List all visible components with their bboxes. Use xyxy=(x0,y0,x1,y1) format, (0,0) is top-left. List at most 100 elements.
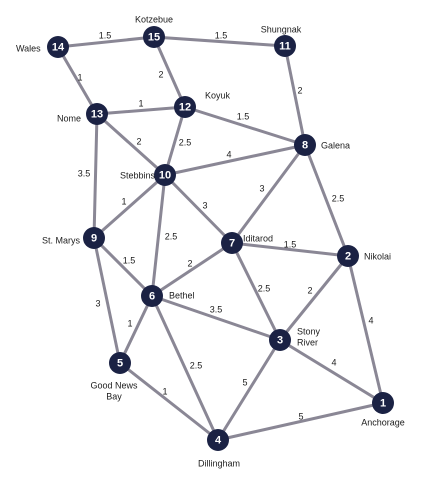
node-number-10: 10 xyxy=(159,169,171,181)
node-circle-8 xyxy=(294,134,316,156)
city-label-4: Dillingham xyxy=(198,458,240,468)
edge-weight-10-7: 3 xyxy=(202,200,207,210)
node-13: 13 xyxy=(86,103,108,125)
city-label-6: Bethel xyxy=(169,290,195,300)
city-label-3-line-1: Stony xyxy=(297,326,321,336)
node-circle-9 xyxy=(83,227,105,249)
edge-weight-6-5: 1 xyxy=(127,318,132,328)
edge-3-1 xyxy=(278,338,385,405)
edge-weight-8-2: 2.5 xyxy=(332,193,345,203)
node-number-11: 11 xyxy=(279,40,291,52)
edge-weight-13-10: 2 xyxy=(136,136,141,146)
node-4: 4 xyxy=(207,429,229,451)
node-7: 7 xyxy=(221,232,243,254)
edge-weight-14-15: 1.5 xyxy=(99,30,112,40)
edge-5-4 xyxy=(118,361,220,442)
city-label-8: Galena xyxy=(321,140,350,150)
node-circle-7 xyxy=(221,232,243,254)
edge-3-4 xyxy=(216,338,282,442)
node-circle-13 xyxy=(86,103,108,125)
edge-weight-2-1: 4 xyxy=(368,315,373,325)
node-number-8: 8 xyxy=(302,139,308,151)
city-label-13: Nome xyxy=(57,113,81,123)
node-number-13: 13 xyxy=(91,108,103,120)
node-circle-12 xyxy=(174,96,196,118)
edge-10-9 xyxy=(92,173,167,240)
node-8: 8 xyxy=(294,134,316,156)
city-label-layer: WalesKotzebueShungnakNomeKoyukGalenaSteb… xyxy=(16,14,405,468)
node-circle-10 xyxy=(154,164,176,186)
edge-14-13 xyxy=(56,45,99,116)
node-circle-2 xyxy=(337,245,359,267)
edge-weight-10-6: 2.5 xyxy=(165,231,178,241)
edge-weight-12-10: 2.5 xyxy=(179,137,192,147)
edge-weight-10-9: 1 xyxy=(121,196,126,206)
node-number-5: 5 xyxy=(117,357,123,369)
edge-weight-1-4: 5 xyxy=(298,411,303,421)
edge-13-9 xyxy=(92,112,99,240)
node-circle-5 xyxy=(109,352,131,374)
edge-2-3 xyxy=(278,254,350,342)
city-label-7: Iditarod xyxy=(243,233,273,243)
city-label-12: Koyuk xyxy=(205,90,231,100)
edge-weight-12-8: 1.5 xyxy=(237,111,250,121)
edge-weight-8-7: 3 xyxy=(259,183,264,193)
edge-7-3 xyxy=(230,241,282,342)
node-circle-6 xyxy=(141,285,163,307)
edge-10-8 xyxy=(163,143,307,177)
node-11: 11 xyxy=(274,35,296,57)
edge-2-1 xyxy=(346,254,385,405)
edge-layer xyxy=(56,35,385,442)
edge-weight-5-4: 1 xyxy=(162,386,167,396)
edge-15-11 xyxy=(152,35,287,48)
node-number-14: 14 xyxy=(52,41,65,53)
city-label-14: Wales xyxy=(16,43,41,53)
node-12: 12 xyxy=(174,96,196,118)
edge-weight-7-3: 2.5 xyxy=(258,283,271,293)
edge-weight-15-11: 1.5 xyxy=(215,30,228,40)
node-number-12: 12 xyxy=(179,101,191,113)
edge-13-10 xyxy=(95,112,167,177)
node-2: 2 xyxy=(337,245,359,267)
edge-10-6 xyxy=(150,173,167,298)
edge-7-2 xyxy=(230,241,350,258)
node-14: 14 xyxy=(47,36,69,58)
node-number-15: 15 xyxy=(148,31,160,43)
edge-8-7 xyxy=(230,143,307,245)
city-label-3-line-2: River xyxy=(297,337,318,347)
node-number-2: 2 xyxy=(345,250,351,262)
edge-weight-9-6: 1.5 xyxy=(123,255,136,265)
edge-weight-15-12: 2 xyxy=(158,69,163,79)
edge-weight-3-4: 5 xyxy=(242,377,247,387)
city-label-5-line-2: Bay xyxy=(106,391,122,401)
node-circle-14 xyxy=(47,36,69,58)
edge-10-7 xyxy=(163,173,234,245)
city-label-15: Kotzebue xyxy=(135,14,173,24)
edge-weight-10-8: 4 xyxy=(226,149,231,159)
edge-weight-14-13: 1 xyxy=(77,72,82,82)
node-number-7: 7 xyxy=(229,237,235,249)
edge-6-4 xyxy=(150,294,220,442)
edge-6-5 xyxy=(118,294,154,365)
city-label-11: Shungnak xyxy=(261,24,302,34)
node-1: 1 xyxy=(372,392,394,414)
node-circle-15 xyxy=(143,26,165,48)
edge-8-2 xyxy=(303,143,350,258)
node-circle-4 xyxy=(207,429,229,451)
edge-weight-13-12: 1 xyxy=(138,98,143,108)
node-number-3: 3 xyxy=(277,334,283,346)
node-circle-3 xyxy=(269,329,291,351)
node-number-9: 9 xyxy=(91,232,97,244)
edge-13-12 xyxy=(95,105,187,116)
edge-11-8 xyxy=(283,44,307,147)
node-6: 6 xyxy=(141,285,163,307)
node-3: 3 xyxy=(269,329,291,351)
edge-weight-6-4: 2.5 xyxy=(190,360,203,370)
edge-weight-11-8: 2 xyxy=(297,85,302,95)
city-label-5-line-1: Good News xyxy=(90,380,138,390)
edge-7-6 xyxy=(150,241,234,298)
